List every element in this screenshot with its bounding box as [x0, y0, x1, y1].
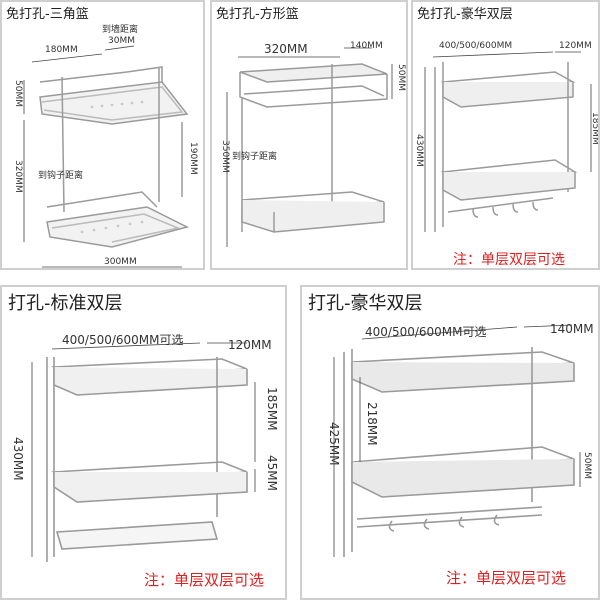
wall-distance-label: 到墙距离: [102, 25, 139, 35]
depth-label: 120MM: [559, 41, 592, 51]
wall-distance-value: 30MM: [108, 36, 135, 46]
total-height-label: 320MM: [13, 160, 23, 193]
shelf-gap-label: 185MM: [590, 112, 600, 145]
option-note: 注：单层双层可选: [446, 569, 567, 587]
panel-luxury-double-no-drill: 免打孔-豪华双层 400/500/600MM 120MM 185MM 430MM…: [411, 0, 600, 270]
shelf-gap-label: 190MM: [188, 142, 198, 175]
panel-standard-double-drill: 打孔-标准双层 400/500/600MM可选 120MM 185MM 45MM…: [0, 285, 287, 600]
square-basket-image: [226, 47, 393, 247]
panel-title: 免打孔-方形篮: [212, 2, 303, 23]
basket-height-label: 50MM: [396, 64, 406, 91]
height-top-label: 50MM: [13, 80, 23, 107]
basket-height-label: 50MM: [582, 452, 592, 479]
depth-label: 140MM: [350, 41, 383, 51]
luxury-double-drill-image: [333, 324, 581, 557]
total-height-label: 430MM: [11, 437, 25, 481]
depth-label: 300MM: [104, 257, 137, 267]
depth-label: 140MM: [550, 322, 594, 336]
depth-label: 120MM: [228, 338, 272, 352]
option-note: 注：单层双层可选: [144, 571, 265, 589]
width-label: 400/500/600MM可选: [365, 325, 487, 339]
panel-title: 打孔-标准双层: [2, 287, 129, 317]
panel-title: 免打孔-三角篮: [2, 2, 93, 23]
luxury-double-no-drill-image: [424, 51, 592, 232]
width-label: 320MM: [264, 42, 308, 56]
panel-triangle-basket: 免打孔-三角篮 180MM 到墙距离 30MM 50MM 320MM 190MM…: [0, 0, 205, 270]
total-height-label: 425MM: [327, 422, 341, 466]
panel-title: 打孔-豪华双层: [302, 287, 429, 317]
panel-square-basket: 免打孔-方形篮 320MM 140MM 50MM 350MM 到钩子距离: [210, 0, 408, 270]
hook-distance-label: 到钩子距离: [232, 152, 278, 162]
panel-luxury-double-drill: 打孔-豪华双层 400/500/600MM可选 140MM 218MM 425M…: [300, 285, 600, 600]
shelf-gap-label: 185MM: [265, 387, 279, 431]
hook-distance-label: 到钩子距离: [38, 171, 84, 181]
width-label: 180MM: [45, 45, 78, 55]
option-note: 注：单层双层可选: [453, 252, 565, 268]
shelf-gap-label: 218MM: [365, 402, 379, 446]
panel-title: 免打孔-豪华双层: [413, 2, 517, 23]
standard-double-drill-image: [31, 342, 256, 562]
total-height-label: 430MM: [414, 134, 424, 167]
total-height-label: 350MM: [220, 140, 230, 173]
width-label: 400/500/600MM: [439, 41, 513, 51]
triangle-basket-image: [23, 45, 190, 268]
width-label: 400/500/600MM可选: [62, 333, 184, 347]
bar-gap-label: 45MM: [265, 455, 279, 491]
